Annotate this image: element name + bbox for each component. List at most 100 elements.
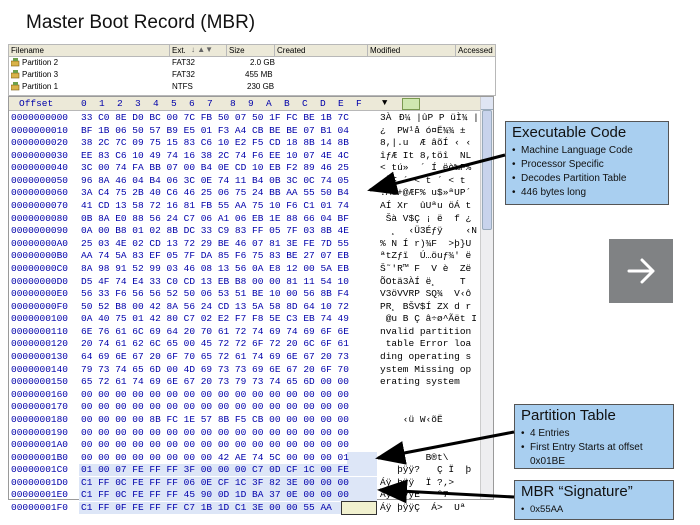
file-row[interactable]: Partition 3 FAT32 455 MB xyxy=(9,69,495,81)
hex-ascii: Áÿ þÿÿÇ Á> Uª xyxy=(380,501,466,513)
next-slide-button[interactable] xyxy=(609,239,673,303)
hex-row[interactable]: 0000000150 65 72 61 74 69 6E 67 20 73 79 … xyxy=(9,376,477,389)
hex-ascii: –ŠF ´ < t ´ < t xyxy=(380,174,472,186)
hex-bytes: 3A C4 75 2B 40 C6 46 25 06 75 24 BB AA 5… xyxy=(81,187,349,199)
partition-icon xyxy=(11,70,20,79)
scroll-up-icon[interactable] xyxy=(481,97,493,110)
file-row[interactable]: Partition 1 NTFS 230 GB xyxy=(9,81,495,93)
hex-offset: 00000000B0 xyxy=(11,250,69,262)
scroll-thumb[interactable] xyxy=(482,110,492,230)
hex-bytes: 79 73 74 65 6D 00 4D 69 73 73 69 6E 67 2… xyxy=(81,363,349,375)
hex-bytes: 0A 00 B8 01 02 8B DC 33 C9 83 FF 05 7F 0… xyxy=(81,225,349,237)
executable-code-callout: Executable Code Machine Language Code Pr… xyxy=(505,121,669,205)
hex-offset: 0000000150 xyxy=(11,376,69,388)
col-header: 8 xyxy=(230,98,236,109)
hex-ascii: îƒÆ It 8,töî NL xyxy=(380,149,472,161)
dropdown-icon[interactable]: ▼ xyxy=(382,98,388,108)
hex-offset: 0000000180 xyxy=(11,413,69,425)
scrollbar[interactable] xyxy=(480,97,493,499)
hex-bytes: 0A 40 75 01 42 80 C7 02 E2 F7 F8 5E C3 E… xyxy=(81,313,349,325)
callout-bullet: Machine Language Code xyxy=(512,145,633,156)
hex-bytes: C1 FF 0F FE FF FF C7 1B 1D C1 3E 00 00 5… xyxy=(81,501,332,513)
callout-bullet-continued: 0x01BE xyxy=(530,456,566,467)
hex-offset: 00000001F0 xyxy=(11,501,69,513)
partition-highlight xyxy=(347,451,377,464)
hex-ascii: 8,|.u Æ âõÍ ‹ ‹ xyxy=(380,137,472,149)
hex-ascii: ¸ ‹Ü3Éƒÿ ‹N xyxy=(380,225,477,237)
partition-highlight xyxy=(79,464,377,477)
hex-offset: 0000000060 xyxy=(11,187,69,199)
col-accessed[interactable]: Accessed xyxy=(458,46,493,55)
toolbar-icon[interactable] xyxy=(402,98,420,110)
callout-bullet: First Entry Starts at offset xyxy=(521,442,643,453)
hex-offset: 00000000A0 xyxy=(11,237,69,249)
hex-ascii: ªtZƒï Ú…öuƒ¾' ë xyxy=(380,250,472,262)
hex-ascii: ystem Missing op xyxy=(380,363,472,375)
hex-offset: 0000000070 xyxy=(11,200,69,212)
hex-offset: 0000000170 xyxy=(11,401,69,413)
hex-row[interactable]: 0000000060 3A C4 75 2B 40 C6 46 25 06 75 … xyxy=(9,187,477,200)
col-created[interactable]: Created xyxy=(277,46,306,55)
col-ext[interactable]: Ext. xyxy=(172,46,186,55)
callout-bullet: Decodes Partition Table xyxy=(512,173,626,184)
hex-row[interactable]: 00000000C0 8A 98 91 52 99 03 46 08 13 56 … xyxy=(9,263,477,276)
hex-bytes: 65 72 61 74 69 6E 67 20 73 79 73 74 65 6… xyxy=(81,376,349,388)
mbr-signature-box xyxy=(341,500,377,515)
hex-bytes: 20 74 61 62 6C 65 00 45 72 72 6F 72 20 6… xyxy=(81,338,349,350)
col-size[interactable]: Size xyxy=(229,46,245,55)
hex-offset: 00000000F0 xyxy=(11,300,69,312)
callout-title: Partition Table xyxy=(521,407,616,424)
hex-ascii: Áÿ þÿÿE º7 xyxy=(380,489,472,501)
partition-table-callout: Partition Table 4 Entries First Entry St… xyxy=(514,404,674,469)
hex-row[interactable]: 00000001F0 C1 FF 0F FE FF FF C7 1B 1D C1 … xyxy=(9,502,477,515)
col-modified[interactable]: Modified xyxy=(370,46,401,55)
file-row[interactable]: Partition 2 FAT32 2.0 GB xyxy=(9,57,495,69)
hex-offset: 0000000190 xyxy=(11,426,69,438)
partition-icon xyxy=(11,58,20,67)
next-arrow-icon xyxy=(627,258,655,284)
hex-bytes: BF 1B 06 50 57 B9 E5 01 F3 A4 CB BE BE 0… xyxy=(81,124,349,136)
col-filename[interactable]: Filename xyxy=(11,46,44,55)
hex-row[interactable]: 00000000B0 AA 74 5A 83 EF 05 7F DA 85 F6 … xyxy=(9,250,477,263)
hex-offset: 00000000C0 xyxy=(11,262,69,274)
hex-bytes: 01 00 07 FE FF FF 3F 00 00 00 C7 0D CF 1… xyxy=(81,464,349,476)
mbr-signature-callout: MBR “Signature” 0x55AA xyxy=(514,480,674,520)
hex-offset: 0000000080 xyxy=(11,212,69,224)
sort-indicator-icon: ↓ ▲▼ xyxy=(191,45,214,54)
hex-bytes: 8A 98 91 52 99 03 46 08 13 56 0A E8 12 0… xyxy=(81,262,349,274)
col-header: 3 xyxy=(135,98,141,109)
hex-bytes: AA 74 5A 83 EF 05 7F DA 85 F6 75 83 BE 2… xyxy=(81,250,349,262)
file-list: Filename Ext. ↓ ▲▼ Size Created Modified… xyxy=(8,44,496,96)
hex-offset: 00000001A0 xyxy=(11,439,69,451)
hex-offset: 00000001D0 xyxy=(11,476,69,488)
hex-ascii: ÕOtä3ÀÍ ë¸ T xyxy=(380,275,472,287)
hex-offset: 0000000000 xyxy=(11,112,69,123)
